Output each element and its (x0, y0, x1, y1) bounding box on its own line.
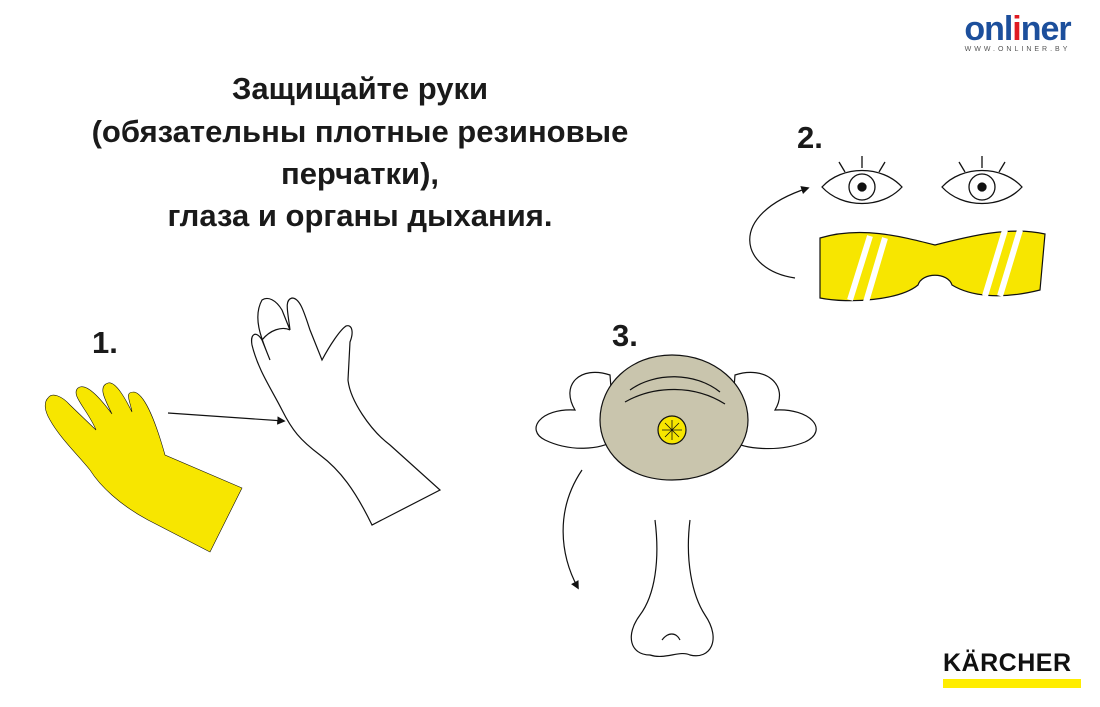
step-2-label: 2. (797, 120, 823, 155)
karcher-logo: KÄRCHER (943, 650, 1081, 688)
onliner-url: WWW.ONLINER.BY (964, 46, 1071, 53)
logo-text: onl (964, 10, 1013, 48)
step-1-label: 1. (92, 325, 118, 360)
curved-arrow-icon (749, 186, 810, 279)
karcher-yellow-bar (943, 679, 1081, 688)
step-3-label: 3. (612, 318, 638, 353)
eye-icon (821, 156, 903, 205)
karcher-wordmark: KÄRCHER (943, 649, 1072, 677)
rubber-glove-icon (44, 382, 243, 553)
face-mask-icon (535, 354, 817, 481)
logo-text: ner (1020, 10, 1072, 48)
title-line-4: глаза и органы дыхания. (167, 198, 553, 233)
title-line-2: (обязательны плотные резиновые (91, 114, 629, 149)
bare-hand-icon (251, 297, 442, 526)
logo-text: i (1012, 10, 1022, 48)
curved-arrow-icon (562, 469, 583, 590)
nose-icon (630, 519, 714, 658)
title-line-3: перчатки), (280, 156, 440, 191)
eye-icon (941, 156, 1023, 205)
arrow-icon (167, 412, 286, 425)
onliner-logo[interactable]: onliner WWW.ONLINER.BY (955, 12, 1080, 53)
title-line-1: Защищайте руки (231, 71, 489, 106)
safety-goggles-icon (819, 229, 1046, 303)
